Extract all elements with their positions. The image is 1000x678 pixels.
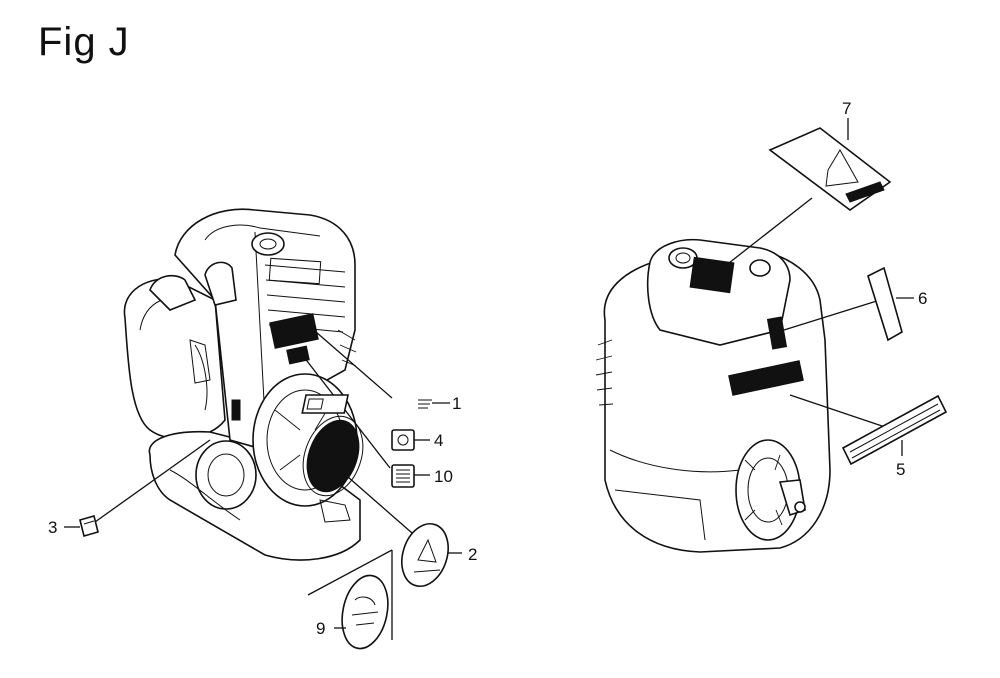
decal-part-7[interactable] xyxy=(768,127,892,211)
decal-part-1[interactable] xyxy=(301,394,432,414)
leader-line-6 xyxy=(783,299,881,331)
callout-3[interactable]: 3 xyxy=(48,518,57,537)
decal-part-2[interactable] xyxy=(394,518,456,592)
left-engine-illustration xyxy=(123,208,364,561)
callout-6[interactable]: 6 xyxy=(918,289,927,308)
leader-line-3 xyxy=(94,439,211,523)
decal-part-9[interactable] xyxy=(307,549,394,653)
decal-part-10[interactable] xyxy=(391,464,415,488)
right-engine-illustration xyxy=(595,238,831,553)
callout-7[interactable]: 7 xyxy=(842,99,851,118)
leader-line-7 xyxy=(719,197,813,271)
callout-1[interactable]: 1 xyxy=(452,394,461,413)
callout-2[interactable]: 2 xyxy=(468,545,477,564)
decal-part-6[interactable] xyxy=(867,266,903,342)
callout-10[interactable]: 10 xyxy=(434,467,453,486)
callout-5[interactable]: 5 xyxy=(896,460,905,479)
callout-4[interactable]: 4 xyxy=(434,431,443,450)
leader-line-5 xyxy=(789,394,889,429)
figure-title: Fig J xyxy=(38,20,130,64)
callout-9[interactable]: 9 xyxy=(316,619,325,638)
decal-part-4[interactable] xyxy=(391,429,415,451)
leader-line-2 xyxy=(339,469,421,541)
leader-line-1 xyxy=(315,331,393,399)
decal-part-5[interactable] xyxy=(841,394,948,466)
part-3-clip[interactable] xyxy=(79,515,99,537)
